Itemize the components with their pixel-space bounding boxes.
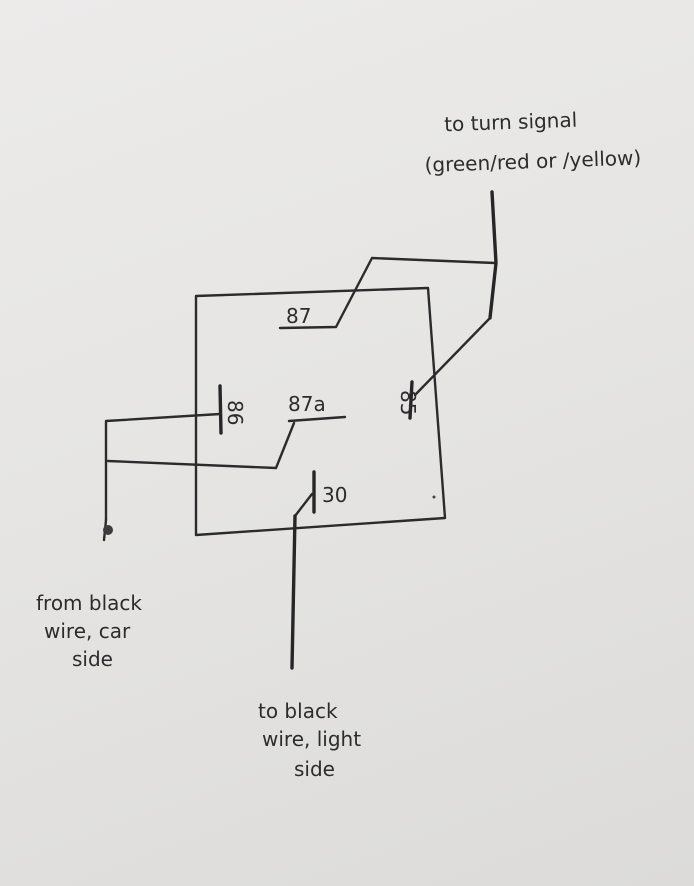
light-side-note-line-3: side	[294, 757, 335, 781]
car-side-note-line-2: wire, car	[44, 619, 131, 643]
pin-87a-wire	[287, 415, 347, 423]
turn-signal-note: to turn signal (green/red or /yellow)	[424, 108, 641, 177]
car-side-note-line-1: from black	[36, 591, 142, 615]
pin-85-contact	[408, 380, 414, 420]
light-side-note-line-1: to black	[258, 699, 338, 723]
pin-87-wire	[278, 256, 497, 330]
pin-87a-label: 87a	[288, 392, 326, 416]
pin-85-wire	[413, 316, 492, 397]
pin-30-bend	[293, 492, 314, 518]
light-side-wire	[290, 514, 297, 670]
pin-87-label: 87	[286, 304, 311, 328]
car-side-note: from black wire, car side	[36, 591, 142, 671]
ink-blot	[103, 525, 113, 535]
turn-signal-note-line-2: (green/red or /yellow)	[424, 145, 641, 177]
pin-87a-link	[106, 421, 296, 470]
pin-86-label: 86	[223, 400, 247, 425]
turn-signal-wire	[488, 190, 498, 320]
pin-86-wire	[104, 412, 222, 522]
pin-86-contact	[218, 384, 223, 435]
pin-30-label: 30	[322, 483, 347, 507]
relay-box	[194, 286, 447, 537]
ink-dot	[432, 495, 436, 499]
pin-85-label: 85	[396, 390, 420, 415]
light-side-note-line-2: wire, light	[262, 727, 361, 751]
car-side-note-line-3: side	[72, 647, 113, 671]
turn-signal-note-line-1: to turn signal	[444, 108, 578, 137]
light-side-note: to black wire, light side	[258, 699, 361, 781]
